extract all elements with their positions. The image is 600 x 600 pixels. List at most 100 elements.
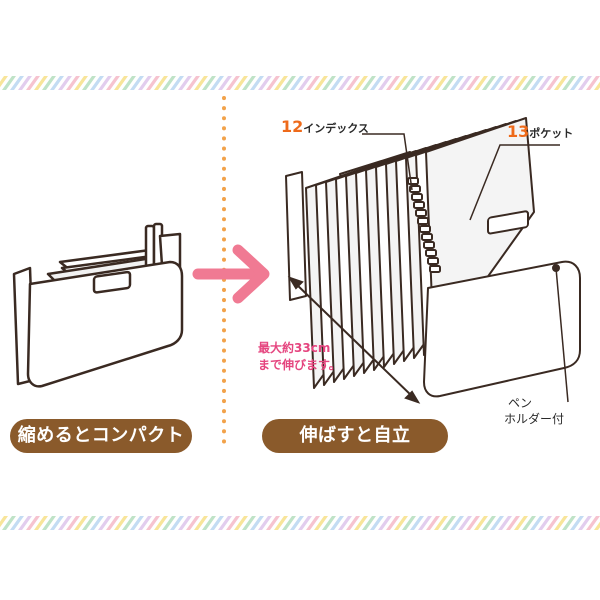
stripe-segment: [458, 76, 472, 90]
stripe-segment: [362, 76, 376, 90]
stripe-segment: [442, 516, 456, 530]
stripe-segment: [338, 76, 352, 90]
stripe-segment: [258, 516, 272, 530]
stripe-segment: [242, 516, 256, 530]
stripe-segment: [2, 516, 16, 530]
index-tab: [425, 249, 437, 257]
stripe-segment: [106, 76, 120, 90]
stripe-segment: [450, 516, 464, 530]
stripe-segment: [346, 516, 360, 530]
index-tab: [417, 217, 429, 225]
stripe-segment: [402, 516, 416, 530]
stripe-segment: [226, 516, 240, 530]
stripe-segment: [50, 76, 64, 90]
stripe-segment: [178, 76, 192, 90]
index-tab: [419, 225, 431, 233]
stripe-segment: [138, 516, 152, 530]
stripe-segment: [178, 516, 192, 530]
stripe-segment: [402, 76, 416, 90]
pocket-count: 13: [507, 122, 530, 141]
stripe-segment: [234, 516, 248, 530]
stripe-segment: [410, 516, 424, 530]
stripe-segment: [290, 76, 304, 90]
stripe-segment: [498, 76, 512, 90]
pen-holder-line1: ペン: [508, 396, 533, 410]
stripe-segment: [586, 76, 600, 90]
pen-holder-line2: ホルダー付: [504, 412, 565, 426]
expand-arrow-head-icon: [232, 244, 270, 304]
stripe-segment: [10, 76, 24, 90]
stripe-segment: [98, 516, 112, 530]
stripe-segment: [130, 76, 144, 90]
stripe-segment: [146, 76, 160, 90]
stripe-segment: [138, 76, 152, 90]
stripe-segment: [74, 516, 88, 530]
caption-self-standing: 伸ばすと自立: [262, 419, 448, 453]
stripe-segment: [370, 76, 384, 90]
stripe-segment: [330, 516, 344, 530]
stripe-segment: [530, 516, 544, 530]
stripe-segment: [418, 76, 432, 90]
stripe-segment: [218, 516, 232, 530]
stripe-segment: [362, 516, 376, 530]
stripe-segment: [226, 76, 240, 90]
front-panel: [423, 260, 581, 398]
stripe-segment: [194, 516, 208, 530]
stripe-segment: [2, 76, 16, 90]
stripe-segment: [170, 76, 184, 90]
pen-holder-note: ペン ホルダー付: [504, 395, 594, 427]
stripe-segment: [242, 76, 256, 90]
stripe-segment: [194, 76, 208, 90]
stripe-segment: [562, 516, 576, 530]
stripe-segment: [154, 76, 168, 90]
stripe-segment: [106, 516, 120, 530]
stripe-segment: [418, 516, 432, 530]
stripe-segment: [378, 76, 392, 90]
stripe-segment: [466, 516, 480, 530]
stripe-segment: [82, 76, 96, 90]
front-handle-slot: [487, 210, 529, 235]
max-size-note: 最大約33cm まで伸びます。: [258, 340, 368, 374]
compact-file-folder: [12, 222, 184, 388]
stripe-segment: [378, 516, 392, 530]
stripe-segment: [114, 76, 128, 90]
expanded-file-folder: [285, 117, 581, 398]
caption-compact: 縮めるとコンパクト: [10, 419, 192, 453]
stripe-segment: [130, 516, 144, 530]
stripe-segment: [82, 516, 96, 530]
stripe-segment: [482, 76, 496, 90]
stripe-segment: [554, 516, 568, 530]
stripe-segment: [426, 516, 440, 530]
stripe-segment: [74, 76, 88, 90]
stripe-segment: [322, 516, 336, 530]
stripe-segment: [466, 76, 480, 90]
stripe-segment: [554, 76, 568, 90]
stripe-segment: [330, 76, 344, 90]
stripe-segment: [258, 76, 272, 90]
stripe-segment: [306, 516, 320, 530]
stripe-segment: [42, 516, 56, 530]
stripe-segment: [506, 76, 520, 90]
stripe-segment: [282, 516, 296, 530]
index-tab: [427, 257, 439, 265]
stripe-segment: [370, 516, 384, 530]
stripe-segment: [434, 516, 448, 530]
stripe-segment: [522, 76, 536, 90]
stripe-segment: [202, 516, 216, 530]
stripe-segment: [474, 516, 488, 530]
stripe-segment: [114, 516, 128, 530]
stripe-segment: [34, 516, 48, 530]
stripe-segment: [314, 516, 328, 530]
stripe-segment: [266, 76, 280, 90]
stripe-segment: [546, 76, 560, 90]
stripe-segment: [506, 516, 520, 530]
stripe-segment: [274, 516, 288, 530]
stripe-segment: [482, 516, 496, 530]
index-tab: [409, 185, 421, 193]
index-tab: [411, 193, 423, 201]
stripe-segment: [346, 76, 360, 90]
stripe-segment: [522, 516, 536, 530]
stripe-segment: [426, 76, 440, 90]
stripe-segment: [314, 76, 328, 90]
